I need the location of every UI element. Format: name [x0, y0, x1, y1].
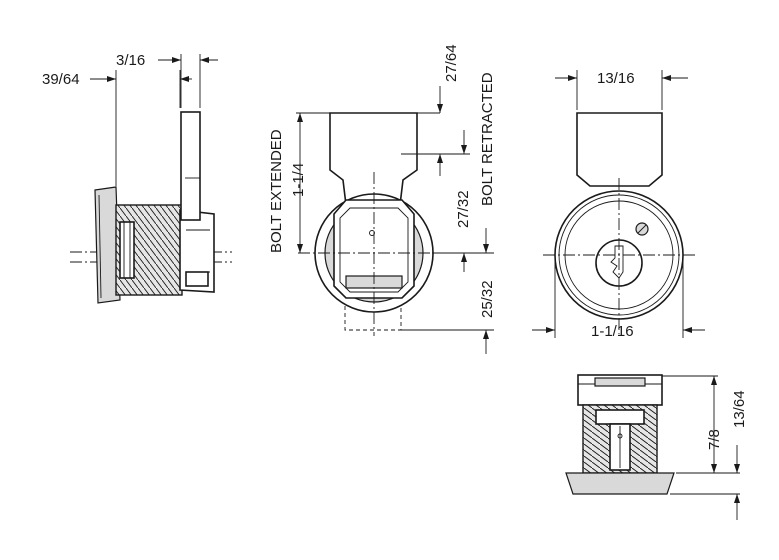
dim-13-64: 13/64 [731, 390, 748, 428]
dim-39-64: 39/64 [42, 71, 80, 88]
front-pin-hole [369, 230, 375, 236]
dim-13-16: 13/16 [597, 70, 635, 87]
dim-25-32: 25/32 [479, 280, 496, 318]
bottom-face-flange [565, 472, 675, 495]
side-view: 3/16 39/64 [42, 52, 232, 304]
rear-view: 13/16 1-1/16 [532, 70, 705, 340]
front-view: BOLT EXTENDED 1-1/4 27/64 BOLT RETRACTED… [268, 44, 496, 354]
dim-bolt-retracted-value: 27/32 [455, 190, 472, 228]
dim-3-16: 3/16 [116, 52, 145, 69]
rear-bolt [576, 112, 663, 187]
front-bolt-extended [329, 112, 418, 206]
side-face-flange [94, 186, 121, 304]
dim-27-64: 27/64 [443, 44, 460, 82]
dim-7-8: 7/8 [706, 429, 723, 450]
dim-bolt-extended-value: 1-1/4 [290, 163, 307, 197]
dim-bolt-extended-label: BOLT EXTENDED [268, 129, 285, 253]
bottom-view: 7/8 13/64 [565, 374, 748, 520]
side-nut [119, 221, 135, 279]
dim-bolt-retracted-label: BOLT RETRACTED [479, 72, 496, 206]
side-cam-bolt [180, 111, 201, 221]
dim-1-1-16: 1-1/16 [591, 323, 634, 340]
